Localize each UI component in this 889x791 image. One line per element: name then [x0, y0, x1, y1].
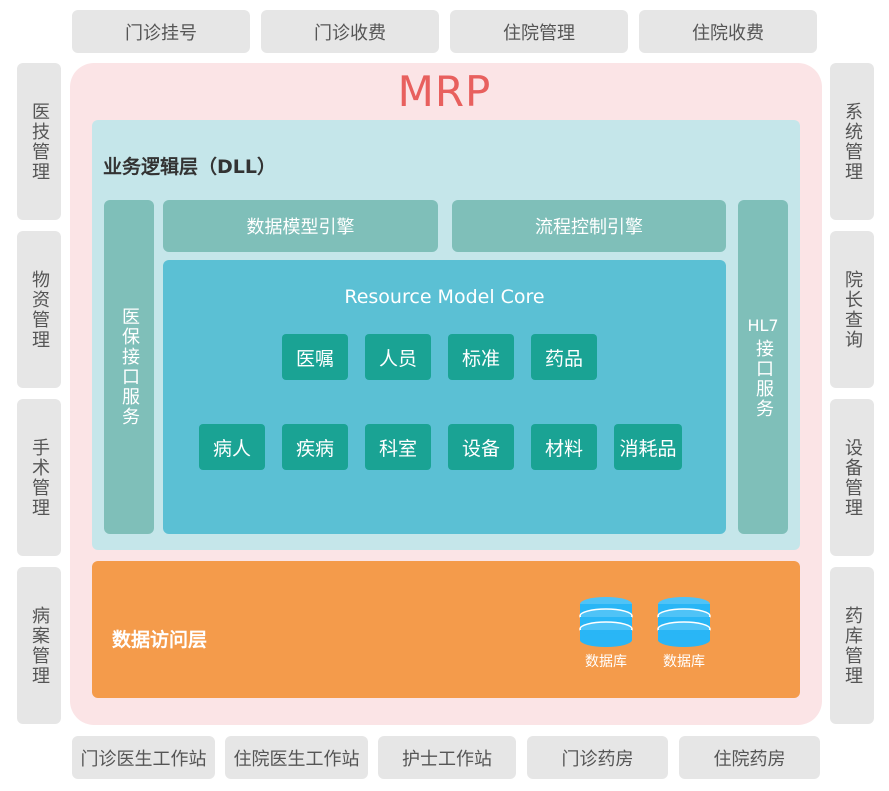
- mrp-title: MRP: [397, 67, 492, 116]
- top-module-outpatient-charge: 门诊收费: [261, 10, 439, 53]
- left-module-surgery: 手术管理: [17, 399, 61, 556]
- chip-label: 人员: [378, 347, 417, 370]
- top-module-inpatient-management: 住院管理: [450, 10, 628, 53]
- chip-label: 标准: [461, 347, 500, 370]
- module-label: 护士工作站: [402, 748, 492, 770]
- module-label: 手术管理: [29, 437, 50, 518]
- chip-orders: 医嘱: [282, 334, 348, 380]
- chip-label: 药品: [544, 347, 583, 370]
- module-label: 物资管理: [29, 269, 50, 350]
- insurance-interface-service-label: 医保接口服务: [119, 307, 140, 427]
- bottom-module-inpatient-pharmacy: 住院药房: [679, 736, 820, 779]
- chip-consumables: 消耗品: [614, 424, 682, 470]
- chip-label: 医嘱: [295, 347, 334, 370]
- module-label: 门诊收费: [314, 22, 386, 44]
- database-label: 数据库: [585, 654, 627, 670]
- bottom-module-inpatient-doctor: 住院医生工作站: [225, 736, 368, 779]
- module-label: 住院收费: [692, 22, 764, 44]
- chip-label: 消耗品: [619, 437, 677, 460]
- database-icon: [656, 596, 712, 648]
- module-label: 住院药房: [713, 748, 786, 770]
- engine-label: 数据模型引擎: [246, 217, 355, 238]
- chip-label: 病人: [212, 437, 251, 460]
- right-module-director-query: 院长查询: [830, 231, 874, 388]
- chip-label: 材料: [544, 437, 583, 460]
- engine-label: 流程控制引擎: [535, 217, 643, 238]
- right-module-equipment: 设备管理: [830, 399, 874, 556]
- chip-label: 疾病: [295, 437, 334, 460]
- business-logic-layer-label: 业务逻辑层（DLL）: [103, 156, 276, 178]
- module-label: 门诊药房: [561, 748, 634, 770]
- module-label: 病案管理: [29, 605, 50, 686]
- chip-diseases: 疾病: [282, 424, 348, 470]
- right-module-pharmacy-store: 药库管理: [830, 567, 874, 724]
- chip-materials: 材料: [531, 424, 597, 470]
- resource-model-core-title: Resource Model Core: [344, 286, 545, 308]
- bottom-module-outpatient-pharmacy: 门诊药房: [527, 736, 668, 779]
- module-label: 医技管理: [29, 101, 50, 182]
- module-label: 住院管理: [503, 22, 575, 44]
- module-label: 门诊挂号: [125, 22, 197, 44]
- chip-label: 科室: [378, 437, 417, 460]
- left-module-medical-tech: 医技管理: [17, 63, 61, 220]
- chip-equipment: 设备: [448, 424, 514, 470]
- hl7-label: HL7: [747, 315, 779, 335]
- module-label: 院长查询: [842, 269, 863, 350]
- interface-service-label: 接口服务: [753, 338, 774, 419]
- right-module-system: 系统管理: [830, 63, 874, 220]
- left-module-records: 病案管理: [17, 567, 61, 724]
- hl7-interface-service: HL7 接口服务: [738, 200, 788, 534]
- data-access-layer-label: 数据访问层: [112, 629, 208, 651]
- module-label: 设备管理: [842, 437, 863, 518]
- chip-patients: 病人: [199, 424, 265, 470]
- top-module-inpatient-charge: 住院收费: [639, 10, 817, 53]
- module-label: 住院医生工作站: [233, 748, 360, 770]
- chip-standards: 标准: [448, 334, 514, 380]
- bottom-module-outpatient-doctor: 门诊医生工作站: [72, 736, 215, 779]
- flow-control-engine: 流程控制引擎: [452, 200, 726, 252]
- insurance-interface-service: 医保接口服务: [104, 200, 154, 534]
- resource-model-core: [163, 260, 726, 534]
- module-label: 药库管理: [842, 605, 863, 686]
- chip-drugs: 药品: [531, 334, 597, 380]
- left-module-materials: 物资管理: [17, 231, 61, 388]
- chip-personnel: 人员: [365, 334, 431, 380]
- database-icon: [578, 596, 634, 648]
- database-label: 数据库: [663, 654, 705, 670]
- chip-label: 设备: [461, 437, 500, 460]
- top-module-outpatient-registration: 门诊挂号: [72, 10, 250, 53]
- bottom-module-nurse-station: 护士工作站: [378, 736, 516, 779]
- module-label: 门诊医生工作站: [80, 748, 207, 770]
- chip-departments: 科室: [365, 424, 431, 470]
- data-model-engine: 数据模型引擎: [163, 200, 438, 252]
- module-label: 系统管理: [842, 101, 863, 182]
